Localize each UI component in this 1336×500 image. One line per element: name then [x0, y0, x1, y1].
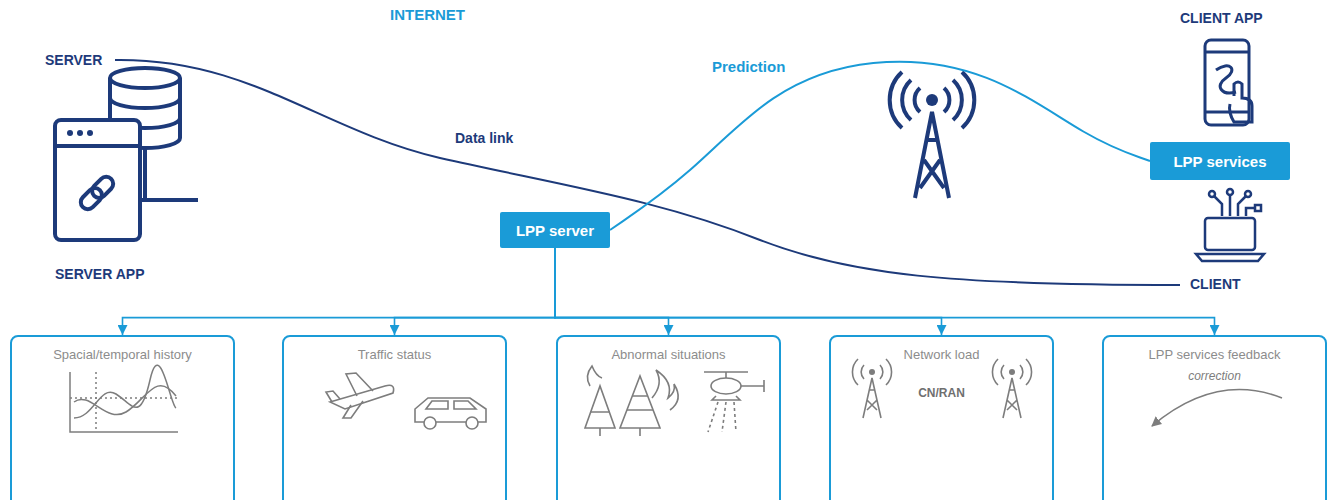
history-chart-icon	[70, 365, 178, 432]
radio-tower-icon	[944, 72, 974, 128]
fire-helicopter-icon	[704, 372, 764, 400]
fire-helicopter-icon	[585, 366, 764, 436]
server-app-icon	[55, 120, 140, 240]
client-icon	[1205, 218, 1255, 250]
radio-tower-icon	[890, 72, 920, 128]
label-anchor: Data link	[455, 130, 513, 146]
part-label: CLIENT	[1190, 276, 1241, 292]
cloud-outline	[319, 36, 909, 265]
node-text: Traffic status	[284, 347, 505, 363]
server-app-icon	[77, 130, 83, 136]
fire-helicopter-icon	[708, 402, 736, 432]
part-label: SERVER	[45, 52, 102, 68]
phone-icon	[1230, 82, 1253, 122]
node-text: Network load	[831, 347, 1052, 363]
part-label: Data link	[455, 130, 513, 146]
node-text: Abnormal situations	[558, 347, 779, 363]
client-icon	[1209, 191, 1215, 197]
label-anchor: CLIENT	[1190, 276, 1241, 292]
node-text: LPP services	[1173, 153, 1266, 170]
fire-helicopter-icon	[590, 396, 653, 412]
network-load-icon	[852, 359, 891, 418]
feed-arrow	[555, 248, 669, 335]
client-icon	[1227, 189, 1233, 195]
server-app-icon	[67, 130, 73, 136]
source-panel: Network loadCN/RAN	[829, 335, 1054, 500]
source-panel: Spacial/temporal history	[10, 335, 235, 500]
server-app-icon	[89, 174, 116, 201]
radio-tower-icon	[890, 72, 975, 198]
history-chart-icon	[74, 386, 176, 415]
radio-tower-icon	[915, 112, 949, 198]
node-text: INTERNET	[390, 6, 465, 23]
fire-helicopter-icon	[652, 370, 678, 410]
label-anchor: SERVER	[45, 52, 102, 68]
internet-cloud: INTERNET LPP server	[310, 0, 910, 275]
client-icon	[1196, 254, 1264, 261]
database-icon	[110, 68, 180, 88]
correction-arrow	[1152, 390, 1282, 426]
traffic-icon	[424, 417, 436, 429]
traffic-icon	[326, 373, 486, 429]
client-icon	[1196, 189, 1264, 261]
client-icon	[1255, 205, 1261, 211]
part-label: SERVER APP	[55, 266, 144, 282]
correction-arrow	[1152, 390, 1282, 426]
source-panel: Traffic status	[282, 335, 507, 500]
fire-helicopter-icon	[585, 386, 615, 436]
phone-icon	[1205, 52, 1249, 112]
cloud-shape	[310, 0, 910, 275]
client-icon	[1214, 196, 1254, 216]
history-chart-icon	[74, 365, 176, 418]
history-chart-icon	[70, 372, 178, 432]
feed-arrow	[123, 248, 556, 335]
history-chart-icon	[70, 372, 178, 432]
server-box: LPP server	[500, 212, 610, 248]
fire-helicopter-icon	[711, 378, 741, 394]
label-anchor: Prediction	[712, 58, 785, 75]
part-label: CLIENT APP	[1180, 10, 1263, 26]
data-link-line	[115, 60, 1180, 285]
edge-label: Prediction	[712, 58, 785, 75]
fire-helicopter-icon	[620, 376, 660, 436]
server-app-icon	[78, 174, 116, 212]
connector-group	[123, 62, 1215, 335]
feed-arrow	[555, 248, 942, 335]
traffic-icon	[330, 385, 394, 409]
source-panel: Abnormal situations	[556, 335, 781, 500]
server-app-icon	[55, 120, 140, 240]
node-text: LPP server	[516, 222, 594, 239]
prediction-link	[610, 62, 1150, 230]
node-text: Spacial/temporal history	[12, 347, 233, 363]
label-anchor: SERVER APP	[55, 266, 144, 282]
feed-arrow	[555, 248, 1215, 335]
server-app-icon	[87, 130, 93, 136]
node-text: correction	[1104, 369, 1325, 384]
traffic-icon	[426, 401, 476, 409]
traffic-icon	[326, 373, 373, 418]
fire-helicopter-icon	[587, 366, 602, 386]
radio-tower-icon	[926, 94, 938, 106]
server-app-icon	[55, 144, 140, 148]
client-icon	[1245, 191, 1251, 197]
feed-arrow	[395, 248, 556, 335]
node-text: CN/RAN	[831, 385, 1052, 401]
traffic-icon	[466, 417, 478, 429]
network-load-icon	[992, 359, 1031, 418]
services-box: LPP services	[1150, 142, 1290, 180]
node-text: LPP services feedback	[1104, 347, 1325, 363]
source-panel: LPP services feedback correction	[1102, 335, 1327, 500]
label-anchor: CLIENT APP	[1180, 10, 1263, 26]
phone-icon	[1205, 40, 1252, 125]
